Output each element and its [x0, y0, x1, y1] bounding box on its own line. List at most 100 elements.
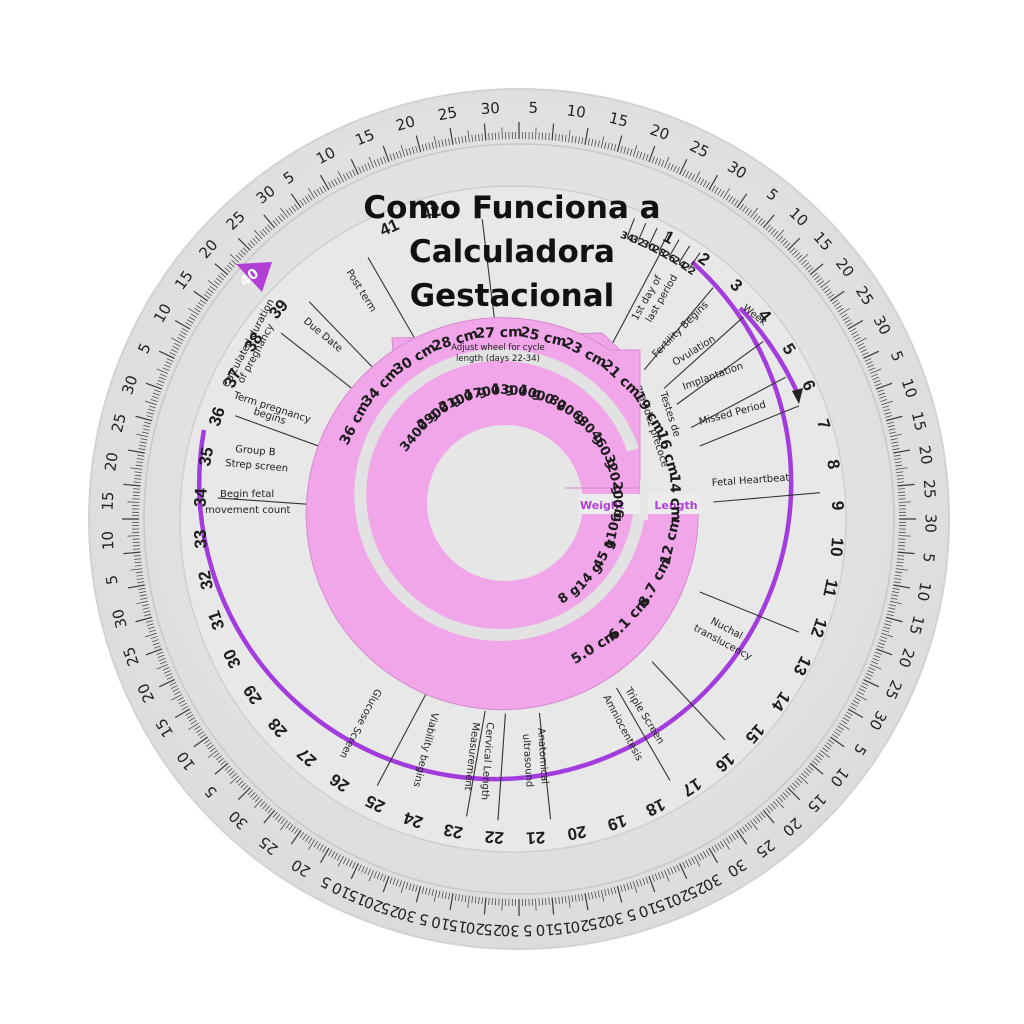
- scale-tick: [849, 328, 856, 333]
- scale-tick: [226, 264, 233, 270]
- scale-tick: [574, 136, 577, 144]
- scale-tick: [319, 847, 330, 864]
- event-pointer: [538, 712, 552, 820]
- scale-tick: [135, 616, 153, 623]
- scale-tick: [224, 267, 231, 273]
- scale-tick: [854, 697, 861, 701]
- scale-tick: [405, 882, 409, 890]
- scale-tick: [600, 889, 605, 902]
- scale-tick: [616, 135, 623, 153]
- scale-tick: [879, 395, 887, 399]
- scale-tick: [433, 136, 438, 149]
- title-line-1: Como Funciona a: [363, 190, 660, 226]
- scale-tick: [395, 151, 399, 159]
- scale-number: 20: [394, 112, 417, 135]
- scale-tick: [661, 160, 665, 167]
- scale-tick: [664, 156, 670, 169]
- scale-tick: [725, 837, 731, 844]
- scale-tick: [824, 744, 831, 750]
- scale-tick: [342, 857, 347, 864]
- scale-tick: [841, 313, 848, 318]
- label-group-b: Group B: [235, 444, 276, 458]
- scale-tick: [389, 877, 393, 884]
- scale-tick: [157, 654, 165, 659]
- scale-tick: [368, 869, 374, 882]
- scale-tick: [755, 816, 761, 823]
- scale-tick: [146, 411, 154, 415]
- scale-tick: [337, 171, 344, 183]
- scale-tick: [190, 720, 197, 725]
- scale-tick: [860, 685, 867, 689]
- scale-tick: [700, 178, 704, 186]
- scale-tick: [894, 574, 902, 577]
- scale-tick: [313, 190, 318, 197]
- scale-tick: [334, 178, 338, 186]
- scale-tick: [623, 884, 627, 892]
- scale-tick: [897, 555, 905, 557]
- scale-tick: [383, 874, 387, 882]
- scale-tick: [322, 185, 327, 192]
- scale-tick: [898, 535, 911, 537]
- scale-tick: [478, 896, 480, 904]
- scale-tick: [733, 831, 739, 839]
- scale-tick: [700, 852, 704, 860]
- scale-tick: [213, 752, 220, 758]
- scale-tick: [399, 880, 402, 888]
- scale-tick: [636, 150, 639, 158]
- event-pointer: [616, 687, 671, 781]
- scale-tick: [604, 141, 607, 149]
- scale-tick: [139, 444, 147, 447]
- scale-tick: [717, 842, 722, 850]
- scale-tick: [811, 272, 818, 278]
- scale-tick: [134, 474, 142, 477]
- scale-number: 5: [102, 574, 121, 586]
- scale-tick: [464, 895, 467, 903]
- scale-tick: [789, 785, 796, 791]
- scale-tick: [264, 805, 270, 812]
- week-number: 34: [191, 487, 211, 508]
- scale-tick: [587, 892, 590, 900]
- week-number: 32: [195, 569, 217, 591]
- scale-tick: [408, 883, 412, 891]
- scale-tick: [750, 207, 758, 218]
- scale-tick: [382, 145, 390, 163]
- scale-tick: [720, 841, 725, 848]
- scale-number: 20: [101, 451, 121, 472]
- scale-number: 25: [920, 479, 939, 499]
- event-pointer: [643, 287, 714, 370]
- scale-number: 20: [465, 918, 486, 938]
- scale-tick: [187, 319, 194, 324]
- scale-tick: [382, 875, 390, 893]
- scale-tick: [744, 824, 750, 831]
- scale-tick: [894, 461, 902, 464]
- scale-tick: [679, 863, 688, 880]
- scale-tick: [259, 801, 265, 807]
- scale-number: 30: [603, 908, 626, 930]
- scale-tick: [648, 145, 656, 163]
- scale-tick: [464, 135, 467, 143]
- scale-tick: [145, 415, 153, 418]
- scale-tick: [597, 140, 600, 148]
- scale-tick: [322, 846, 327, 853]
- scale-tick: [742, 826, 747, 833]
- scale-tick: [433, 889, 438, 902]
- scale-tick: [280, 207, 288, 218]
- scale-number: 15: [652, 892, 676, 916]
- scale-tick: [682, 169, 686, 177]
- event-pointer: [699, 591, 800, 633]
- scale-tick: [702, 851, 707, 858]
- scale-tick: [571, 135, 574, 143]
- event-pointer: [663, 316, 744, 389]
- scale-tick: [654, 157, 659, 165]
- scale-tick: [352, 169, 356, 177]
- scale-tick: [831, 299, 839, 305]
- scale-tick: [657, 158, 662, 166]
- scale-tick: [428, 142, 431, 150]
- scale-tick: [319, 174, 330, 191]
- scale-tick: [887, 610, 895, 613]
- scale-tick: [379, 157, 384, 165]
- scale-tick: [752, 818, 758, 825]
- scale-tick: [134, 478, 142, 480]
- scale-tick: [288, 824, 294, 831]
- scale-tick: [259, 231, 265, 237]
